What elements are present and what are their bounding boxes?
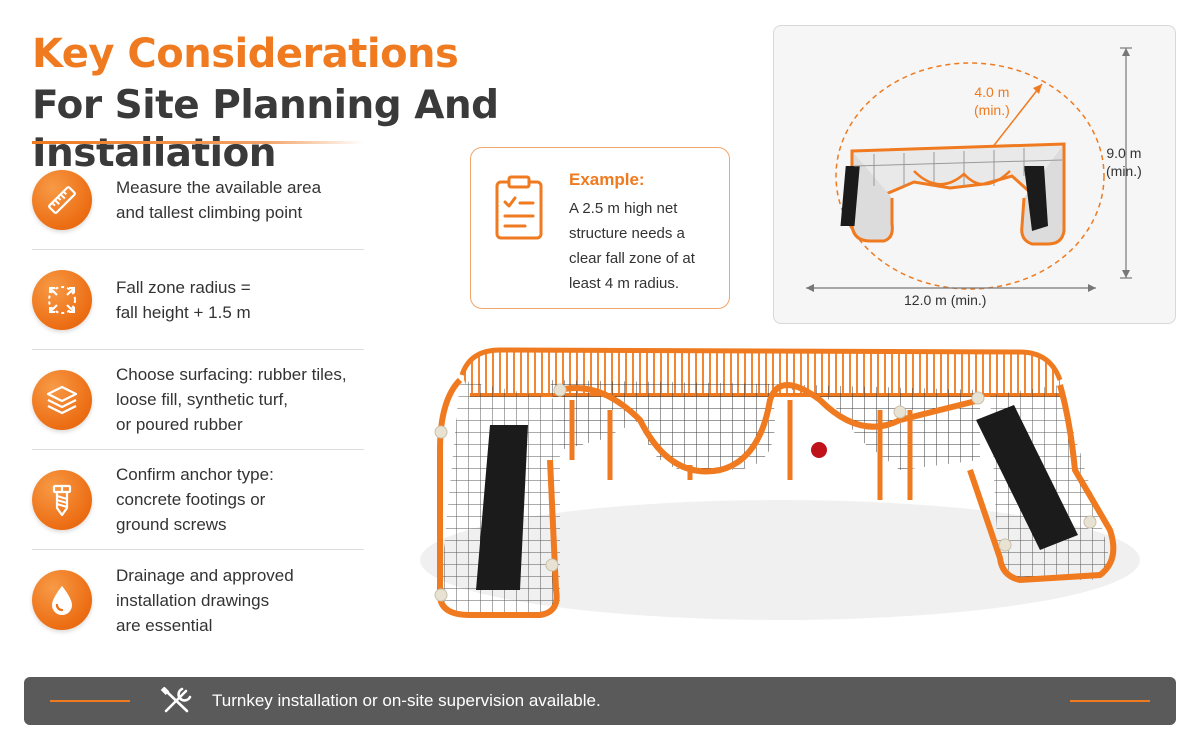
consideration-text: Drainage and approved installation drawi…: [116, 565, 294, 635]
footer-left-rule: [50, 700, 130, 702]
screw-icon: [32, 469, 92, 530]
example-heading: Example:: [569, 170, 645, 189]
example-body: A 2.5 m high net structure needs a clear…: [569, 200, 695, 292]
list-item: Choose surfacing: rubber tiles, loose fi…: [32, 350, 364, 450]
consideration-text: Choose surfacing: rubber tiles, loose fi…: [116, 365, 347, 434]
list-item: Measure the available area and tallest c…: [32, 150, 364, 250]
example-card: Example: A 2.5 m high net structure need…: [470, 147, 730, 309]
consideration-text: Confirm anchor type: concrete footings o…: [116, 465, 274, 534]
considerations-list: Measure the available area and tallest c…: [32, 150, 364, 650]
title-underline: [32, 141, 364, 144]
water-drop-icon: [32, 570, 92, 630]
footer-right-rule: [1070, 700, 1150, 702]
width-dimension-label: 12.0 m (min.): [904, 292, 987, 308]
radius-dimension-label: 4.0 m (min.): [974, 84, 1010, 118]
fall-zone-plan-illustration: [806, 47, 1132, 292]
title-line-2: For Site Planning And Installation: [32, 83, 499, 176]
expand-arrows-icon: [32, 269, 92, 330]
tools-icon: [160, 686, 194, 720]
footer-text: Turnkey installation or on-site supervis…: [212, 691, 601, 710]
consideration-text: Measure the available area and tallest c…: [116, 177, 322, 222]
list-item: Confirm anchor type: concrete footings o…: [32, 450, 364, 550]
layers-icon: [32, 369, 92, 430]
list-item: Fall zone radius = fall height + 1.5 m: [32, 250, 364, 350]
height-dimension-label: 9.0 m (min.): [1106, 145, 1142, 179]
title-line-1: Key Considerations: [32, 31, 459, 77]
clipboard-icon: [493, 174, 545, 247]
page-title: Key Considerations For Site Planning And…: [32, 30, 752, 178]
ruler-icon: [32, 169, 92, 230]
list-item: Drainage and approved installation drawi…: [32, 550, 364, 650]
footer-banner: Turnkey installation or on-site supervis…: [24, 677, 1176, 725]
fall-zone-diagram: 4.0 m (min.) 9.0 m (min.) 12.0 m (min.): [773, 25, 1176, 324]
consideration-text: Fall zone radius = fall height + 1.5 m: [116, 277, 251, 322]
